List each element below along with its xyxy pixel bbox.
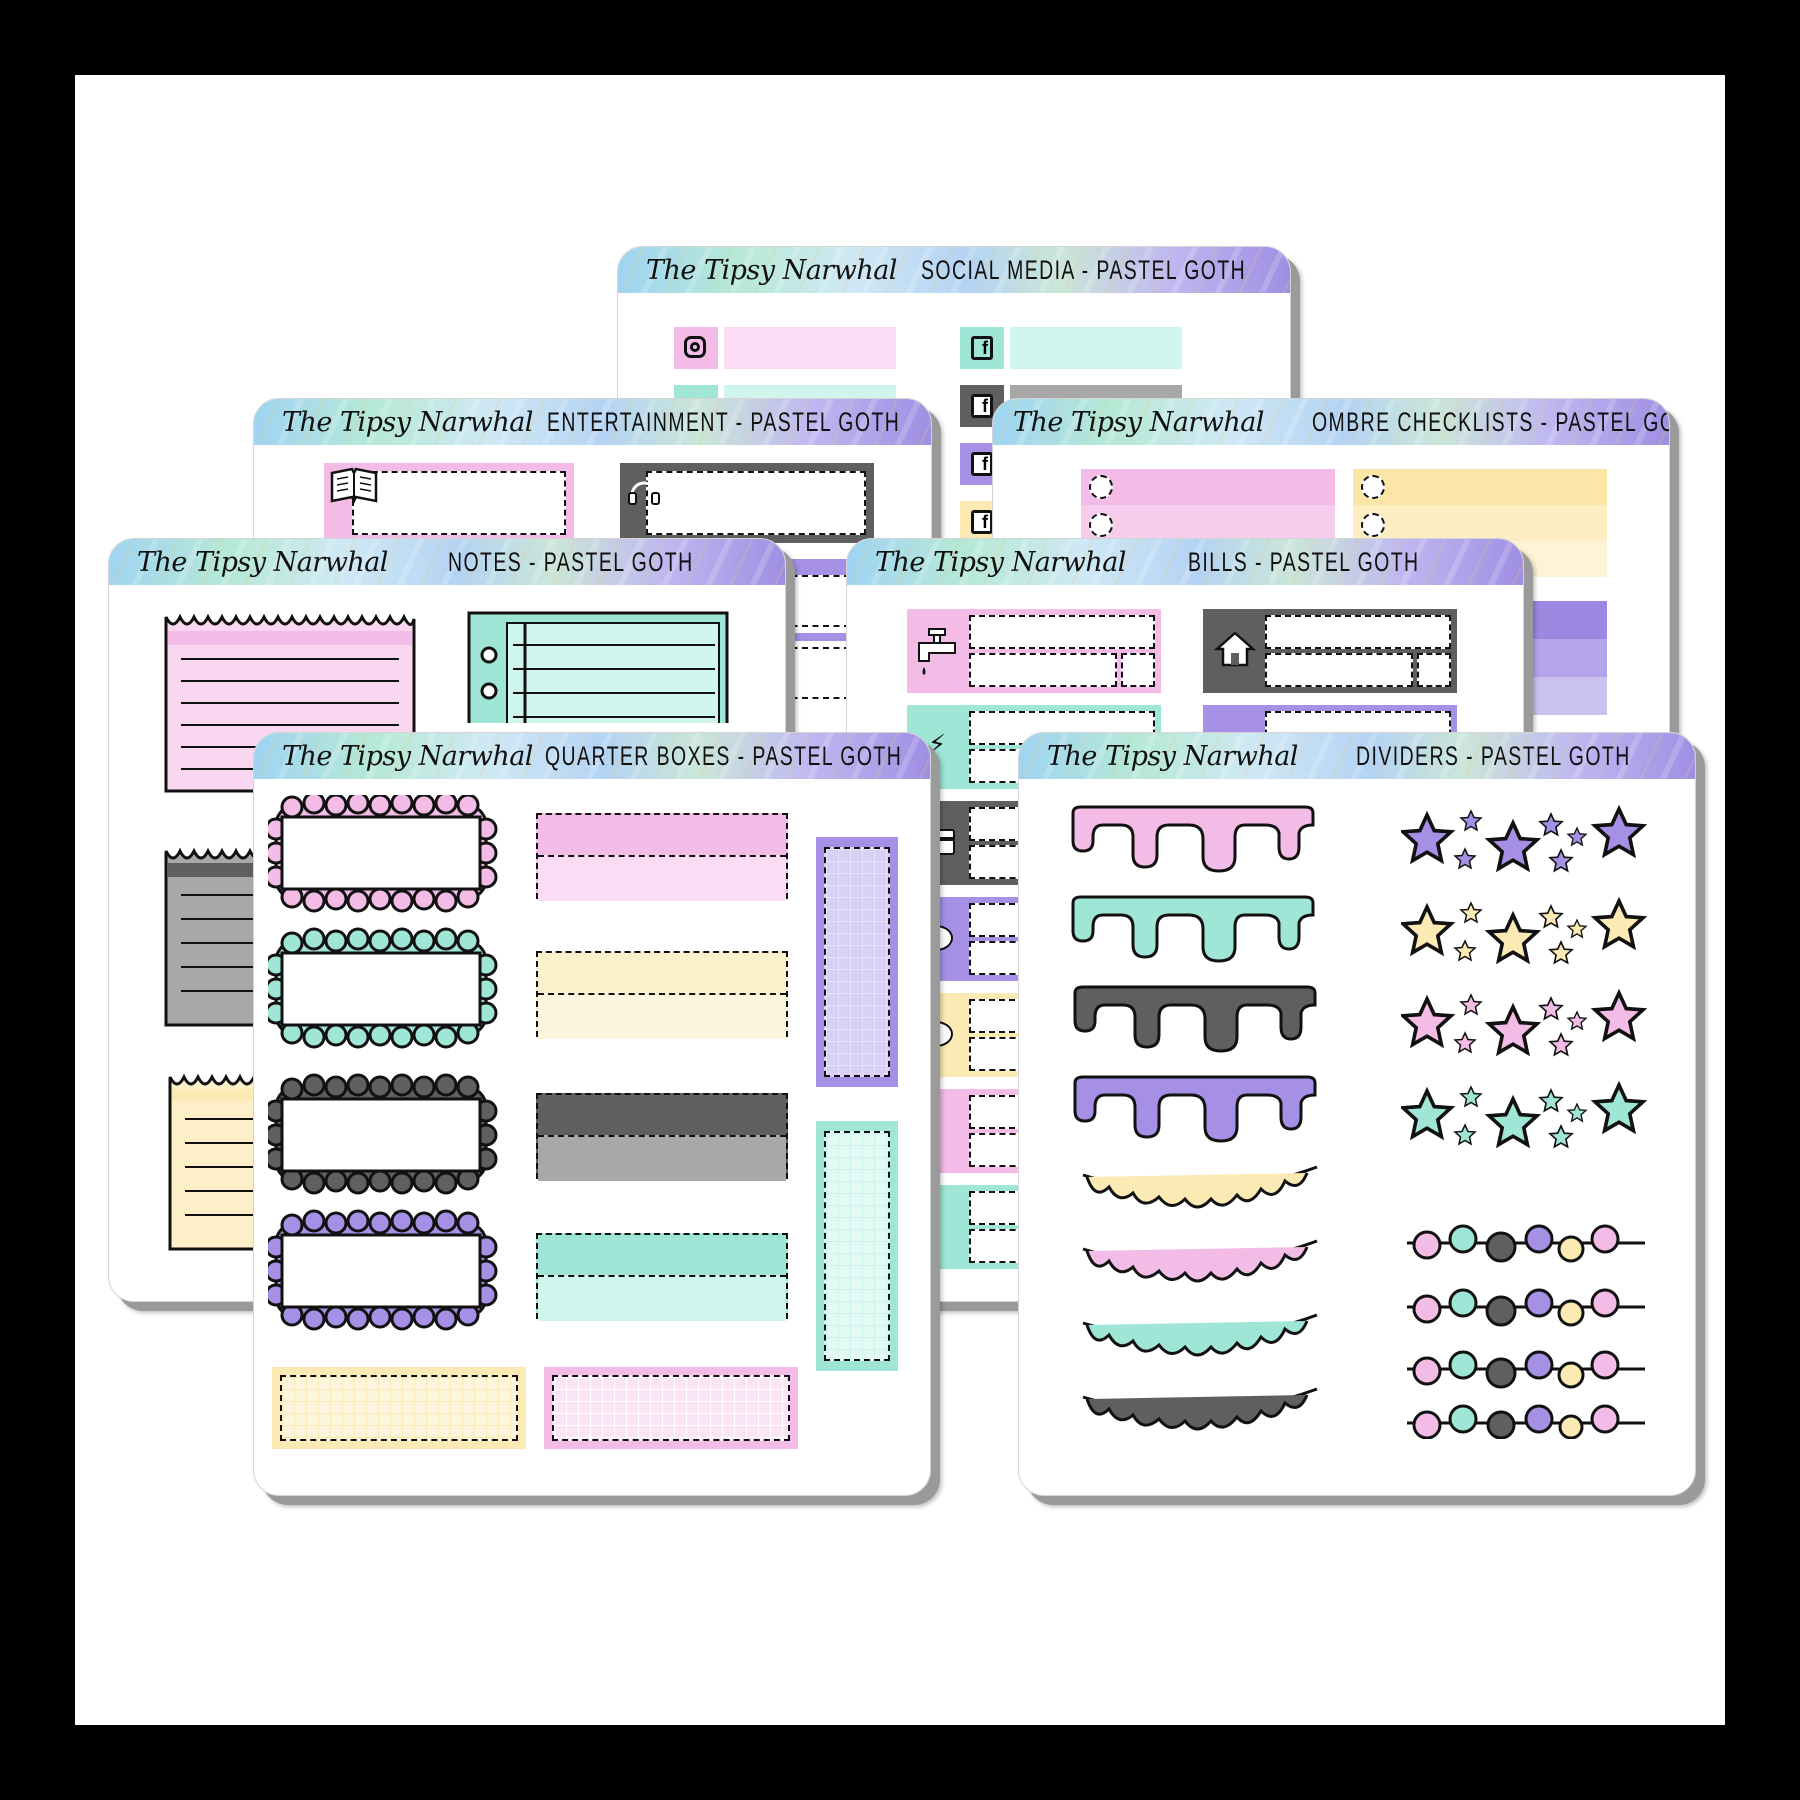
checklist-row xyxy=(1513,601,1607,639)
scallop-frames xyxy=(268,795,498,1331)
social-row-bar xyxy=(724,327,896,369)
brand-name: The Tipsy Narwhal xyxy=(282,406,533,438)
scallop-frame-pink xyxy=(268,795,498,913)
checkbox-circle xyxy=(1089,513,1113,537)
house-icon xyxy=(1213,631,1257,667)
star-divider-yellow xyxy=(1401,899,1645,964)
star-divider-lavender xyxy=(1401,807,1645,872)
bunting-divider-yellow xyxy=(1082,1165,1318,1209)
checklist-row xyxy=(1513,677,1607,715)
sheet-title: SOCIAL MEDIA - PASTEL GOTH xyxy=(920,254,1247,285)
drip-divider-lavender xyxy=(1073,1075,1317,1143)
drip-divider-gray xyxy=(1073,985,1317,1053)
checkbox-circle xyxy=(1361,475,1385,499)
quarter-box-gray xyxy=(536,1093,788,1181)
sheet-title: DIVIDERS - PASTEL GOTH xyxy=(1355,740,1631,771)
bunting-divider-mint xyxy=(1082,1313,1318,1357)
checkbox-circle xyxy=(1089,475,1113,499)
sheet-header: The Tipsy Narwhal DIVIDERS - PASTEL GOTH xyxy=(1019,733,1695,779)
bead-divider xyxy=(1407,1350,1645,1389)
tall-grid-box-lavender xyxy=(816,837,898,1087)
tall-grid-box-mint xyxy=(816,1121,898,1371)
checklist-row xyxy=(1353,505,1607,541)
grid-box-pink xyxy=(544,1367,798,1449)
scallop-frame-lavender xyxy=(268,1209,498,1331)
quarter-box-yellow xyxy=(536,951,788,1039)
checklist-row xyxy=(1353,469,1607,505)
scallop-frame-gray xyxy=(268,1073,498,1195)
checkbox-circle xyxy=(1361,513,1385,537)
star-divider-pink xyxy=(1401,991,1645,1056)
entertainment-box-pink xyxy=(324,463,574,543)
sheet-header: The Tipsy Narwhal NOTES - PASTEL GOTH xyxy=(109,539,785,585)
bill-box-gray xyxy=(1203,609,1457,693)
sheet-title: BILLS - PASTEL GOTH xyxy=(1187,546,1420,577)
faucet-icon xyxy=(918,628,956,675)
sheet-header: The Tipsy Narwhal BILLS - PASTEL GOTH xyxy=(847,539,1523,585)
quarter-box-mint xyxy=(536,1233,788,1321)
brand-name: The Tipsy Narwhal xyxy=(282,740,533,772)
bill-box-pink xyxy=(907,609,1161,693)
checklist-row xyxy=(1513,639,1607,677)
sheet-title: QUARTER BOXES - PASTEL GOTH xyxy=(544,740,903,771)
notepad-mint xyxy=(467,611,729,723)
instagram-icon xyxy=(674,327,718,369)
quarter-box-pink xyxy=(536,813,788,901)
drip-divider-pink xyxy=(1071,805,1315,873)
brand-name: The Tipsy Narwhal xyxy=(875,546,1126,578)
bunting-divider-gray xyxy=(1082,1387,1318,1431)
bead-divider xyxy=(1407,1224,1645,1263)
bunting-divider-pink xyxy=(1082,1239,1318,1283)
checklist-row xyxy=(1081,505,1335,541)
lightning-icon: ⚡ xyxy=(927,730,947,760)
brand-name: The Tipsy Narwhal xyxy=(1047,740,1298,772)
brand-name: The Tipsy Narwhal xyxy=(137,546,388,578)
brand-name: The Tipsy Narwhal xyxy=(1013,406,1264,438)
grid-box-yellow xyxy=(272,1367,526,1449)
sheet-header: The Tipsy Narwhal OMBRE CHECKLISTS - PAS… xyxy=(993,399,1669,445)
drip-divider-mint xyxy=(1071,895,1315,963)
sheet-title: OMBRE CHECKLISTS - PASTEL GOTH xyxy=(1311,406,1669,437)
drip-and-bunting-dividers xyxy=(1071,805,1318,1431)
bead-divider xyxy=(1407,1288,1645,1327)
sheet-title: ENTERTAINMENT - PASTEL GOTH xyxy=(546,406,901,437)
sheet-header: The Tipsy Narwhal SOCIAL MEDIA - PASTEL … xyxy=(618,247,1290,293)
checklist-row xyxy=(1081,469,1335,505)
sheet-header: The Tipsy Narwhal QUARTER BOXES - PASTEL… xyxy=(254,733,930,779)
star-and-bead-dividers xyxy=(1401,807,1645,1439)
bead-divider xyxy=(1407,1404,1645,1439)
sheet-header: The Tipsy Narwhal ENTERTAINMENT - PASTEL… xyxy=(254,399,931,445)
facebook-icon: f xyxy=(960,327,1004,369)
sheet-title: NOTES - PASTEL GOTH xyxy=(447,546,694,577)
scallop-frame-mint xyxy=(268,927,498,1049)
star-divider-mint xyxy=(1401,1083,1645,1148)
entertainment-box-gray xyxy=(620,463,874,543)
sheet-dividers: The Tipsy Narwhal DIVIDERS - PASTEL GOTH xyxy=(1018,732,1696,1496)
brand-name: The Tipsy Narwhal xyxy=(646,254,897,286)
book-icon xyxy=(330,467,378,504)
social-row-bar xyxy=(1010,327,1182,369)
headphones-icon xyxy=(628,481,660,505)
sheet-quarter-boxes: The Tipsy Narwhal QUARTER BOXES - PASTEL… xyxy=(253,732,931,1496)
